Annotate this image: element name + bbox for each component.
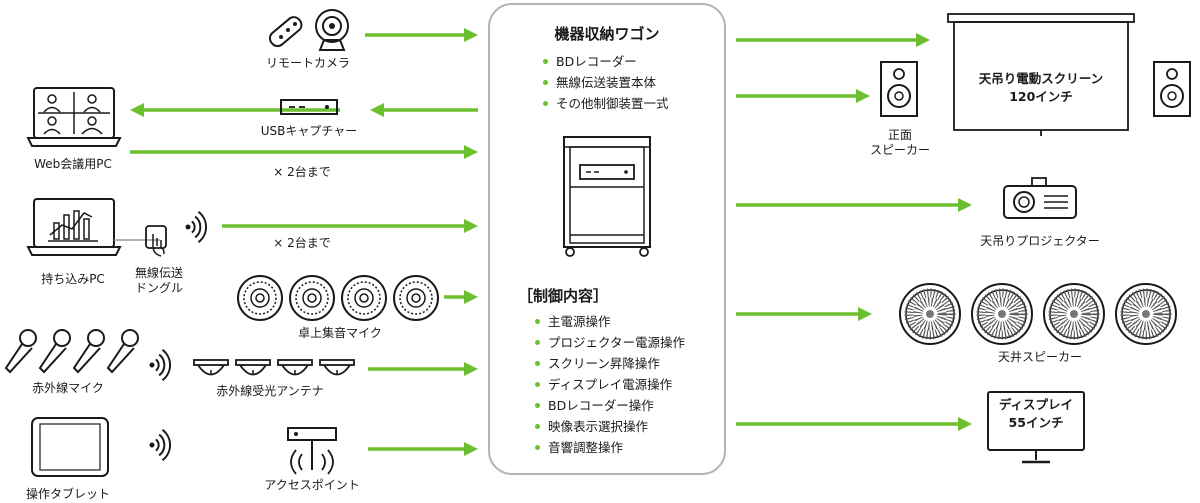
control-title: ［制御内容］ (518, 287, 609, 305)
connection-arrow (365, 28, 478, 42)
wireless-icon (149, 429, 172, 461)
quantity-note-2: × 2台まで (273, 236, 331, 250)
dongle-label: 無線伝送 ドングル (134, 266, 183, 295)
table-mic-icon (237, 275, 439, 321)
monitor-icon: ディスプレイ 55インチ (986, 390, 1086, 470)
wagon-item: 無線伝送装置本体 (540, 72, 669, 93)
tablet-icon (31, 417, 109, 477)
webcam-icon (315, 9, 349, 51)
control-item: プロジェクター電源操作 (532, 332, 685, 353)
control-item: 映像表示選択操作 (532, 416, 685, 437)
speaker-icon (1153, 61, 1191, 117)
laptop-chart-icon (26, 198, 160, 256)
remote-camera-label: リモートカメラ (265, 56, 350, 70)
quantity-note-1: × 2台まで (273, 165, 331, 179)
wagon-title: 機器収納ワゴン (554, 25, 660, 43)
ir-antenna-icon (193, 359, 355, 376)
access-point-label: アクセスポイント (264, 478, 360, 492)
connection-arrow (368, 362, 478, 376)
usb-capture-label: USBキャプチャー (260, 124, 358, 138)
connection-arrow (736, 33, 930, 47)
connection-arrow (130, 103, 340, 117)
screen-icon: 天吊り電動スクリーン 120インチ (946, 12, 1136, 138)
dongle-icon (145, 225, 167, 257)
connection-arrow (370, 103, 478, 117)
control-item: BDレコーダー操作 (532, 395, 685, 416)
tablet-label: 操作タブレット (25, 487, 110, 501)
connection-arrow (736, 417, 972, 431)
web-pc-label: Web会議用PC (34, 157, 112, 171)
control-items: 主電源操作 プロジェクター電源操作 スクリーン昇降操作 ディスプレイ電源操作 B… (532, 311, 685, 458)
projector-icon (1003, 177, 1077, 219)
connection-arrow (368, 442, 478, 456)
ir-mic-label: 赤外線マイク (32, 381, 104, 395)
ir-antenna-label: 赤外線受光アンテナ (216, 384, 324, 398)
speaker-icon (880, 61, 918, 117)
equipment-wagon-panel: 機器収納ワゴン BDレコーダー 無線伝送装置本体 その他制御装置一式 ［制御内容… (488, 3, 726, 475)
wagon-items: BDレコーダー 無線伝送装置本体 その他制御装置一式 (540, 51, 669, 114)
connection-arrow (736, 89, 870, 103)
projector-label: 天吊りプロジェクター (980, 234, 1100, 248)
cabinet-icon (563, 136, 651, 257)
control-item: スクリーン昇降操作 (532, 353, 685, 374)
remote-icon (268, 16, 303, 48)
connection-arrow (736, 307, 872, 321)
wireless-icon (185, 211, 208, 243)
wagon-item: その他制御装置一式 (540, 93, 669, 114)
control-item: 音響調整操作 (532, 437, 685, 458)
wagon-item: BDレコーダー (540, 51, 669, 72)
ceiling-speaker-label: 天井スピーカー (997, 350, 1082, 364)
connection-arrow (130, 145, 478, 159)
front-speaker-label: 正面 スピーカー (869, 128, 930, 157)
connection-arrow (736, 198, 972, 212)
access-point-icon (287, 427, 337, 475)
control-item: 主電源操作 (532, 311, 685, 332)
wireless-icon (149, 349, 172, 381)
connection-arrow (222, 219, 478, 233)
display-label: ディスプレイ 55インチ (998, 397, 1074, 430)
laptop-label: 持ち込みPC (41, 272, 105, 286)
handheld-mic-icon (4, 329, 139, 374)
ceiling-speaker-icon (899, 283, 1177, 345)
usb-capture-icon (280, 99, 338, 115)
table-mic-label: 卓上集音マイク (298, 326, 382, 340)
connection-arrow (444, 290, 478, 304)
screen-label: 天吊り電動スクリーン 120インチ (978, 71, 1104, 104)
laptop-meeting-icon (26, 87, 122, 147)
control-item: ディスプレイ電源操作 (532, 374, 685, 395)
